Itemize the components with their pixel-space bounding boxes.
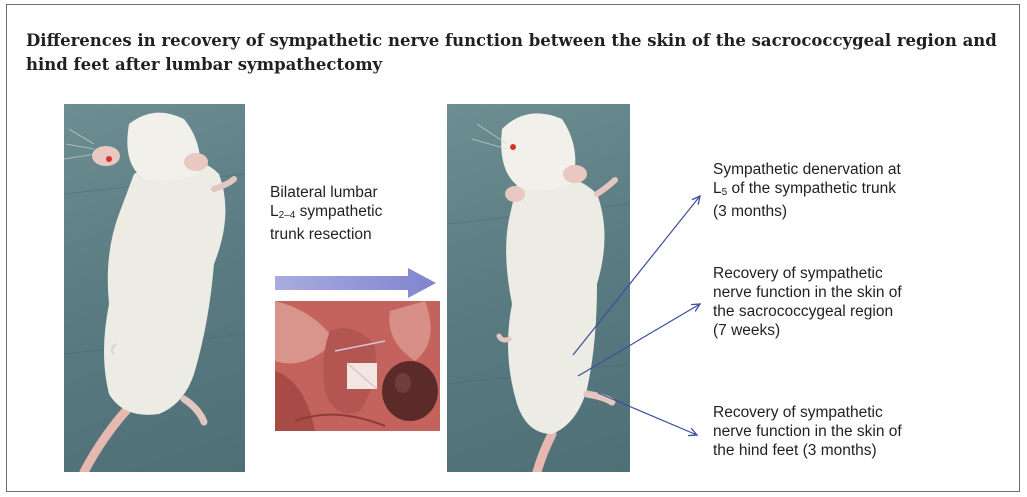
figure-title: Differences in recovery of sympathetic n… — [26, 29, 1006, 77]
surgery-photo — [275, 301, 440, 431]
annotation-denervation: Sympathetic denervation at L5 of the sym… — [713, 160, 1003, 221]
procedure-line-2: L2–4 sympathetic — [270, 202, 445, 225]
rat-photo-after — [447, 104, 630, 472]
procedure-line-3: trunk resection — [270, 225, 445, 244]
annotation-hind-feet: Recovery of sympathetic nerve function i… — [713, 403, 1003, 460]
rat-photo-before — [64, 104, 245, 472]
procedure-label: Bilateral lumbar L2–4 sympathetic trunk … — [270, 183, 445, 244]
annotation-sacrococcygeal: Recovery of sympathetic nerve function i… — [713, 264, 1003, 340]
procedure-line-1: Bilateral lumbar — [270, 183, 445, 202]
